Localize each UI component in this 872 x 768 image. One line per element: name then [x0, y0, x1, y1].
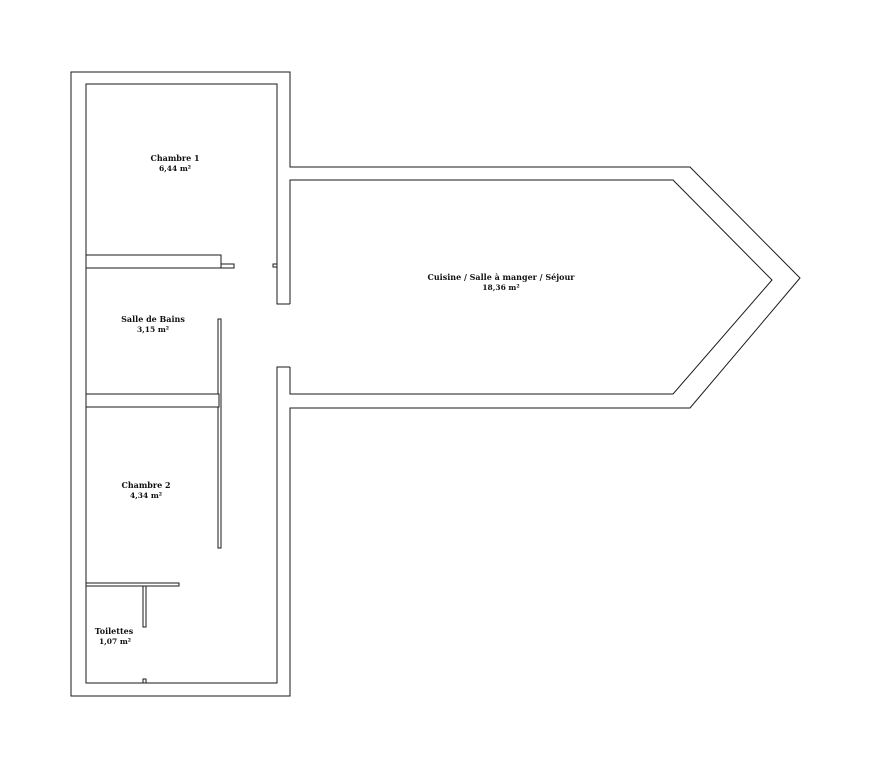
room-area: 4,34 m² [130, 491, 162, 500]
room-label-chambre1: Chambre 1 6,44 m² [150, 153, 199, 173]
room-area: 6,44 m² [159, 164, 191, 173]
wall-stub-right [272, 263, 278, 268]
room-area: 18,36 m² [482, 283, 519, 292]
room-name: Toilettes [95, 626, 134, 636]
partition-chambre1-sdb-stub [220, 263, 235, 269]
partition-vertical [217, 318, 222, 549]
room-label-chambre2: Chambre 2 4,34 m² [121, 480, 170, 500]
partition-sdb-chambre2 [85, 393, 220, 408]
room-name: Chambre 1 [150, 153, 199, 163]
room-label-salle-de-bains: Salle de Bains 3,15 m² [121, 314, 185, 334]
room-area: 1,07 m² [99, 637, 131, 646]
room-area: 3,15 m² [137, 325, 169, 334]
inner-wall-living [289, 179, 773, 395]
room-label-toilettes: Toilettes 1,07 m² [95, 626, 134, 646]
room-name: Salle de Bains [121, 314, 185, 324]
outer-wall [70, 71, 801, 697]
inner-wall-left [85, 83, 290, 684]
room-name: Chambre 2 [121, 480, 170, 490]
partition-toilettes-horizontal [85, 582, 180, 587]
partition-chambre1-sdb [85, 254, 222, 269]
room-name: Cuisine / Salle à manger / Séjour [427, 272, 575, 282]
partition-toilettes-vertical [142, 585, 147, 628]
wall-mark-bottom [142, 678, 147, 684]
room-label-cuisine: Cuisine / Salle à manger / Séjour 18,36 … [427, 272, 575, 292]
